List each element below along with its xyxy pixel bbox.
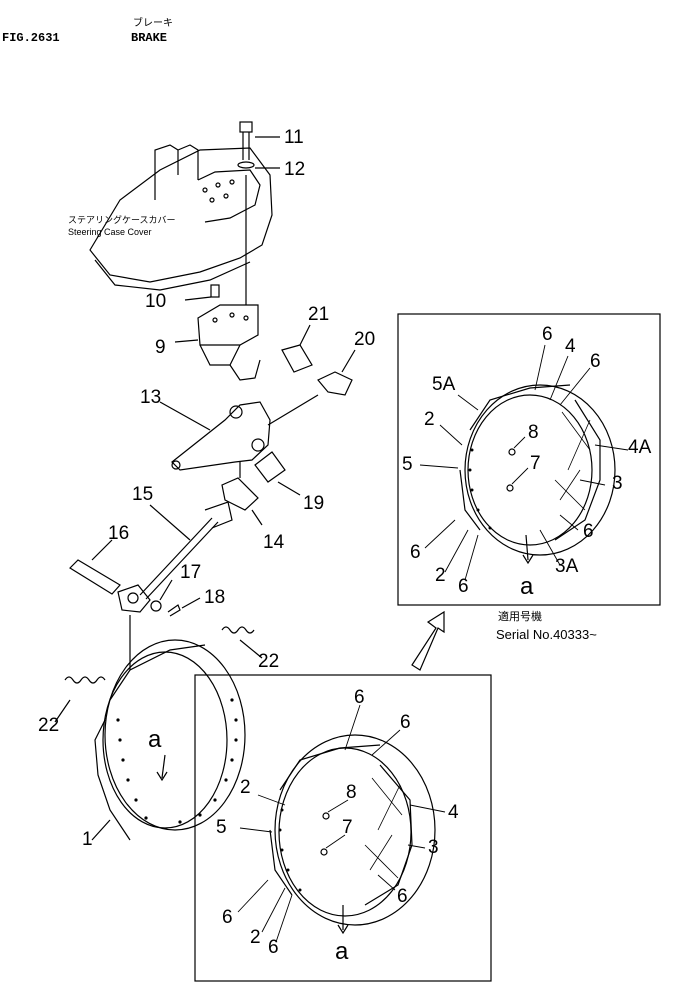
upper-callout-6c: 6 — [583, 521, 594, 542]
upper-callout-6a: 6 — [542, 324, 553, 345]
upper-callout-7: 7 — [530, 453, 541, 474]
upper-callout-4a: 4A — [628, 437, 652, 458]
upper-callout-6b: 6 — [590, 351, 601, 372]
cotter-18 — [167, 597, 201, 617]
pin-10 — [184, 284, 220, 301]
callout-18: 18 — [204, 587, 226, 608]
serial-number: Serial No.40333~ — [496, 627, 597, 642]
rod-end — [117, 584, 151, 613]
figure-title: BRAKE — [131, 31, 168, 45]
band-assembly-lower — [269, 734, 436, 935]
callout-21: 21 — [308, 304, 330, 325]
upper-callout-8: 8 — [528, 422, 539, 443]
upper-callout-2a: 2 — [424, 409, 435, 430]
spring-22-left — [54, 676, 106, 723]
lower-callout-2b: 2 — [250, 927, 261, 948]
lever-13 — [159, 394, 319, 471]
lower-callout-6d: 6 — [222, 907, 233, 928]
cover-label-japanese: ステアリングケースカバー — [68, 215, 176, 225]
callout-13: 13 — [140, 387, 162, 408]
lower-callout-2a: 2 — [240, 777, 251, 798]
callout-10: 10 — [145, 291, 167, 312]
upper-callout-5a: 5A — [432, 374, 456, 395]
pin-16 — [69, 539, 121, 595]
brake-band-1 — [91, 639, 246, 841]
spring-22-right — [221, 626, 263, 659]
upper-callout-2b: 2 — [435, 565, 446, 586]
lower-callout-6c: 6 — [397, 886, 408, 907]
yoke-14 — [221, 462, 263, 526]
serial-arrow — [411, 610, 445, 671]
upper-callout-3a: 3A — [555, 556, 579, 577]
callout-12: 12 — [284, 159, 306, 180]
lower-callout-6e: 6 — [268, 937, 279, 958]
rod-15 — [139, 501, 233, 600]
upper-callout-4: 4 — [565, 336, 576, 357]
detail-box-lower — [194, 674, 492, 982]
lower-callout-3: 3 — [428, 837, 439, 858]
upper-callout-5: 5 — [402, 454, 413, 475]
clip-20 — [317, 349, 356, 396]
upper-callout-6d: 6 — [410, 542, 421, 563]
pin-21 — [281, 324, 313, 373]
washer-12 — [237, 161, 280, 169]
callout-22-right: 22 — [258, 651, 280, 672]
callout-9: 9 — [155, 337, 166, 358]
leader-lines-lower — [237, 704, 446, 943]
upper-callout-3: 3 — [612, 473, 623, 494]
lower-callout-6b: 6 — [400, 712, 411, 733]
washer-17 — [150, 579, 173, 612]
lower-callout-6a: 6 — [354, 687, 365, 708]
upper-callout-6e: 6 — [458, 576, 469, 597]
callout-11: 11 — [284, 127, 304, 148]
cover-label-english: Steering Case Cover — [68, 227, 152, 237]
view-marker-lower: a — [335, 938, 349, 965]
title-japanese: ブレーキ — [133, 18, 173, 29]
detail-box-upper — [397, 313, 661, 606]
figure-code: FIG.2631 — [2, 31, 60, 45]
bolt-11 — [239, 121, 280, 160]
callout-19: 19 — [303, 493, 325, 514]
callout-22-left: 22 — [38, 715, 60, 736]
band-assembly-upper — [459, 384, 616, 565]
lower-callout-4: 4 — [448, 802, 459, 823]
callout-1: 1 — [82, 829, 93, 850]
callout-17: 17 — [180, 562, 202, 583]
view-marker-main: a — [148, 726, 162, 753]
pin-19 — [254, 451, 301, 496]
callout-16: 16 — [108, 523, 130, 544]
applicability-japanese: 適用号機 — [498, 611, 542, 623]
callout-14: 14 — [263, 532, 285, 553]
callout-20: 20 — [354, 329, 376, 350]
lower-callout-5: 5 — [216, 817, 227, 838]
view-marker-upper: a — [520, 573, 534, 600]
bracket-9 — [174, 304, 261, 381]
lower-callout-8: 8 — [346, 782, 357, 803]
leader-lines-upper — [419, 344, 629, 581]
steering-case-cover — [89, 144, 273, 291]
lower-callout-7: 7 — [342, 817, 353, 838]
callout-15: 15 — [132, 484, 154, 505]
